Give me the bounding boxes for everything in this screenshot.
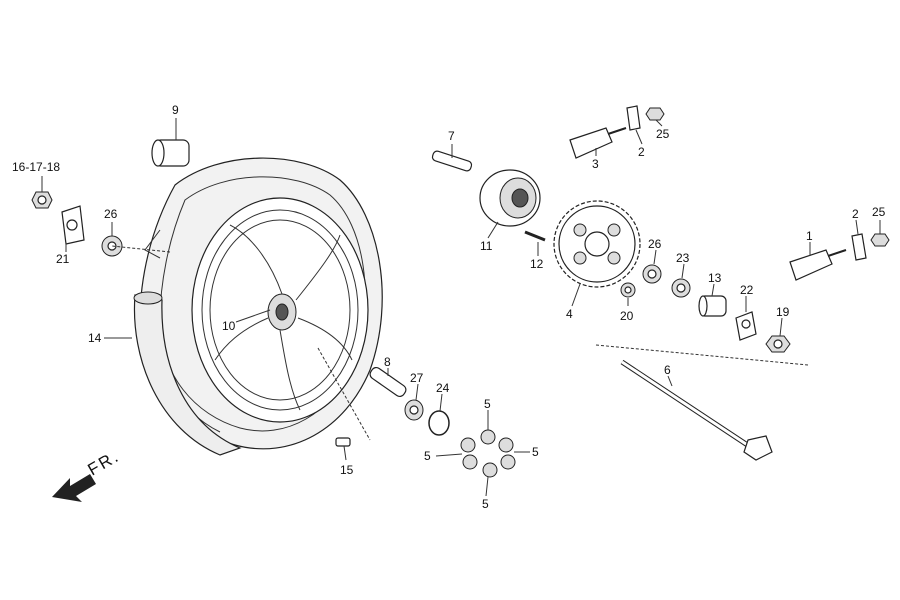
label-part-12: 12	[530, 257, 544, 271]
nut-part-25-top	[645, 107, 665, 121]
label-part-26-left: 26	[104, 207, 118, 221]
direction-indicator: FR.	[52, 446, 123, 502]
bearing-part-26-right	[642, 264, 662, 284]
label-part-6: 6	[664, 363, 671, 377]
label-part-22: 22	[740, 283, 754, 297]
label-part-21: 21	[56, 252, 70, 266]
label-part-20: 20	[620, 309, 634, 323]
axle-part-6	[595, 344, 809, 461]
label-part-10: 10	[222, 319, 236, 333]
label-part-4: 4	[566, 307, 573, 321]
label-part-25-top: 25	[656, 127, 670, 141]
label-part-26-right: 26	[648, 237, 662, 251]
sprocket-hub-part-11	[479, 169, 541, 227]
part-labels: 9 16-17-18 26 21 10 14 7 3 2 25 11 12 4 …	[12, 103, 886, 511]
leader-lines	[41, 118, 881, 497]
bearing-part-27	[404, 399, 424, 421]
label-part-25-right: 25	[872, 205, 886, 219]
collar-pin-part-7	[431, 150, 473, 172]
label-part-7: 7	[448, 129, 455, 143]
label-part-14: 14	[88, 331, 102, 345]
label-part-5-bottom: 5	[482, 497, 489, 511]
plate-part-2-top	[626, 105, 641, 131]
label-part-3: 3	[592, 157, 599, 171]
circlip-part-24	[428, 410, 450, 436]
nut-part-19	[765, 335, 791, 353]
collar-part-13	[698, 295, 727, 317]
label-part-23: 23	[676, 251, 690, 265]
label-part-5-left: 5	[424, 449, 431, 463]
adjuster-part-21	[61, 205, 85, 245]
label-part-11: 11	[480, 239, 493, 253]
plate-part-2-right	[851, 233, 867, 261]
collar-part-8	[369, 366, 407, 398]
label-part-5-right: 5	[532, 445, 539, 459]
bearing-part-20	[620, 282, 636, 298]
damper-rubbers-part-5	[460, 429, 516, 478]
adjuster-part-22	[735, 311, 757, 341]
direction-label: FR.	[85, 446, 123, 479]
label-part-2-right: 2	[852, 207, 859, 221]
label-part-2-top: 2	[638, 145, 645, 159]
label-part-24: 24	[436, 381, 450, 395]
valve-part-15	[335, 437, 351, 447]
adjuster-part-1	[789, 249, 847, 281]
sprocket-part-4	[553, 200, 641, 288]
nut-part-25-right	[870, 233, 890, 247]
seal-part-23	[671, 278, 691, 298]
bolt-part-12	[524, 230, 546, 242]
collar-part-9	[151, 139, 190, 167]
label-part-19: 19	[776, 305, 790, 319]
label-part-9: 9	[172, 103, 179, 117]
adjuster-part-3	[569, 127, 627, 159]
wheel-rim	[191, 197, 369, 423]
label-part-16-18: 16-17-18	[12, 160, 60, 174]
nut-part-16-18	[31, 191, 53, 209]
arrow-down-left-icon	[52, 474, 96, 502]
label-part-8: 8	[384, 355, 391, 369]
label-part-5-top: 5	[484, 397, 491, 411]
label-part-27: 27	[410, 371, 424, 385]
label-part-1: 1	[806, 229, 813, 243]
label-part-15: 15	[340, 463, 354, 477]
bearing-part-26-left	[101, 235, 123, 257]
tire-section	[133, 291, 242, 456]
label-part-13: 13	[708, 271, 722, 285]
